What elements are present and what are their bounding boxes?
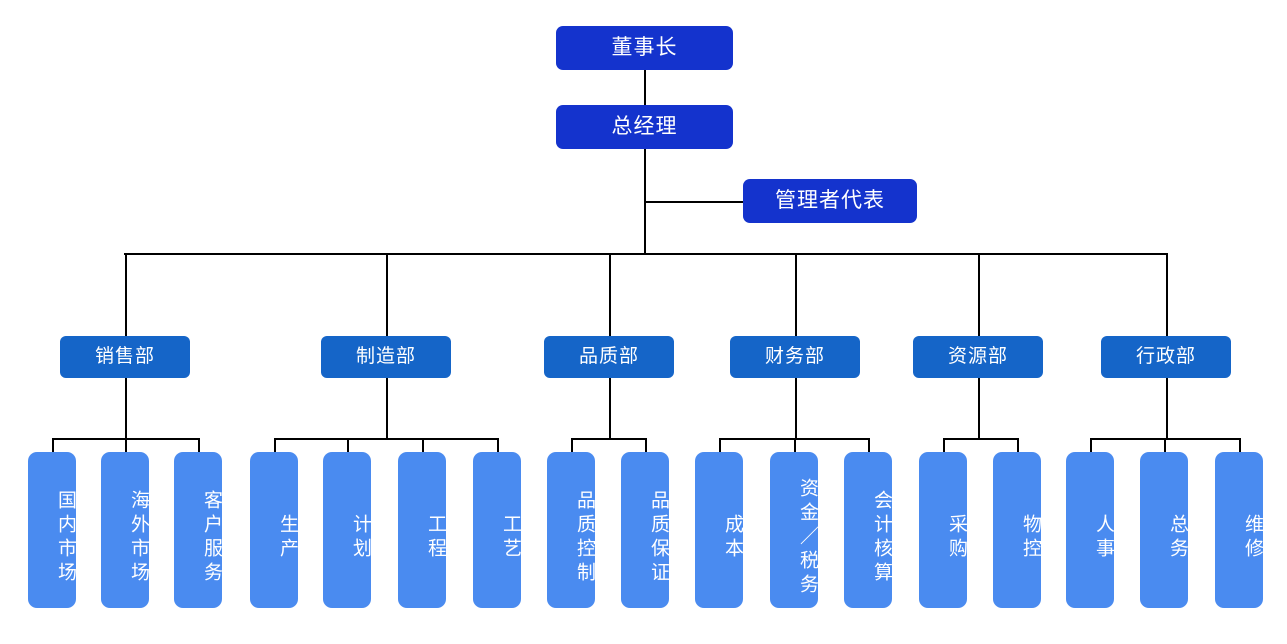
connector-main-bus <box>124 253 1166 255</box>
node-funds-tax[interactable]: 资金／税务 <box>770 452 818 608</box>
connector-bus-to-resources <box>978 253 980 336</box>
connector-quality-sub-bus <box>571 438 645 440</box>
node-quality[interactable]: 品质部 <box>544 336 674 378</box>
connector-manufacturing-to-production <box>274 438 276 452</box>
node-material-control-label: 物控 <box>1020 514 1041 562</box>
connector-resources-to-purchasing <box>943 438 945 452</box>
connector-management-representative <box>645 201 743 203</box>
node-planning-label: 计划 <box>350 514 371 562</box>
node-domestic-market[interactable]: 国内市场 <box>28 452 76 608</box>
node-production[interactable]: 生产 <box>250 452 298 608</box>
node-engineering-label: 工程 <box>425 514 446 562</box>
node-domestic-market-label: 国内市场 <box>55 490 76 586</box>
connector-finance-to-funds-tax <box>794 438 796 452</box>
connector-administration-to-general-affairs <box>1164 438 1166 452</box>
connector-bus-to-manufacturing <box>386 253 388 336</box>
node-chairman[interactable]: 董事长 <box>556 26 733 70</box>
node-customer-service-label: 客户服务 <box>201 490 222 586</box>
node-customer-service[interactable]: 客户服务 <box>174 452 222 608</box>
node-human-resources[interactable]: 人事 <box>1066 452 1114 608</box>
connector-quality-to-quality-control <box>571 438 573 452</box>
node-general-manager[interactable]: 总经理 <box>556 105 733 149</box>
connector-administration-to-human-resources <box>1090 438 1092 452</box>
connector-administration-stem <box>1166 378 1168 438</box>
node-resources[interactable]: 资源部 <box>913 336 1043 378</box>
connector-bus-to-finance <box>795 253 797 336</box>
connector-sales-to-domestic-market <box>52 438 54 452</box>
node-accounting-label: 会计核算 <box>871 490 892 586</box>
connector-bus-to-administration <box>1166 253 1168 336</box>
node-purchasing-label: 采购 <box>946 514 967 562</box>
connector-bus-to-sales <box>125 253 127 336</box>
connector-finance-stem <box>795 378 797 438</box>
node-management-representative[interactable]: 管理者代表 <box>743 179 917 223</box>
node-maintenance[interactable]: 维修 <box>1215 452 1263 608</box>
node-quality-assurance[interactable]: 品质保证 <box>621 452 669 608</box>
connector-resources-to-material-control <box>1017 438 1019 452</box>
node-material-control[interactable]: 物控 <box>993 452 1041 608</box>
node-sales[interactable]: 销售部 <box>60 336 190 378</box>
node-funds-tax-label: 资金／税务 <box>797 478 818 598</box>
connector-sales-to-customer-service <box>198 438 200 452</box>
node-administration[interactable]: 行政部 <box>1101 336 1231 378</box>
node-cost[interactable]: 成本 <box>695 452 743 608</box>
connector-resources-stem <box>978 378 980 438</box>
node-accounting[interactable]: 会计核算 <box>844 452 892 608</box>
connector-bus-to-quality <box>609 253 611 336</box>
node-quality-assurance-label: 品质保证 <box>648 490 669 586</box>
node-quality-control-label: 品质控制 <box>574 490 595 586</box>
node-overseas-market[interactable]: 海外市场 <box>101 452 149 608</box>
node-finance[interactable]: 财务部 <box>730 336 860 378</box>
node-production-label: 生产 <box>277 514 298 562</box>
node-planning[interactable]: 计划 <box>323 452 371 608</box>
node-maintenance-label: 维修 <box>1242 514 1263 562</box>
node-engineering[interactable]: 工程 <box>398 452 446 608</box>
node-overseas-market-label: 海外市场 <box>128 490 149 586</box>
connector-finance-to-cost <box>719 438 721 452</box>
connector-sales-to-overseas-market <box>125 438 127 452</box>
connector-manufacturing-to-planning <box>347 438 349 452</box>
connector-manufacturing-stem <box>386 378 388 438</box>
connector-quality-stem <box>609 378 611 438</box>
node-manufacturing[interactable]: 制造部 <box>321 336 451 378</box>
connector-resources-sub-bus <box>943 438 1017 440</box>
connector-finance-sub-bus <box>719 438 868 440</box>
connector-chairman-gm <box>644 70 646 105</box>
connector-manufacturing-to-process <box>497 438 499 452</box>
connector-finance-to-accounting <box>868 438 870 452</box>
connector-quality-to-quality-assurance <box>645 438 647 452</box>
connector-sales-stem <box>125 378 127 438</box>
node-general-affairs-label: 总务 <box>1167 514 1188 562</box>
node-general-affairs[interactable]: 总务 <box>1140 452 1188 608</box>
node-process-label: 工艺 <box>500 514 521 562</box>
connector-administration-to-maintenance <box>1239 438 1241 452</box>
connector-manufacturing-to-engineering <box>422 438 424 452</box>
connector-manufacturing-sub-bus <box>274 438 497 440</box>
node-human-resources-label: 人事 <box>1093 514 1114 562</box>
node-cost-label: 成本 <box>722 514 743 562</box>
node-purchasing[interactable]: 采购 <box>919 452 967 608</box>
node-quality-control[interactable]: 品质控制 <box>547 452 595 608</box>
node-process[interactable]: 工艺 <box>473 452 521 608</box>
